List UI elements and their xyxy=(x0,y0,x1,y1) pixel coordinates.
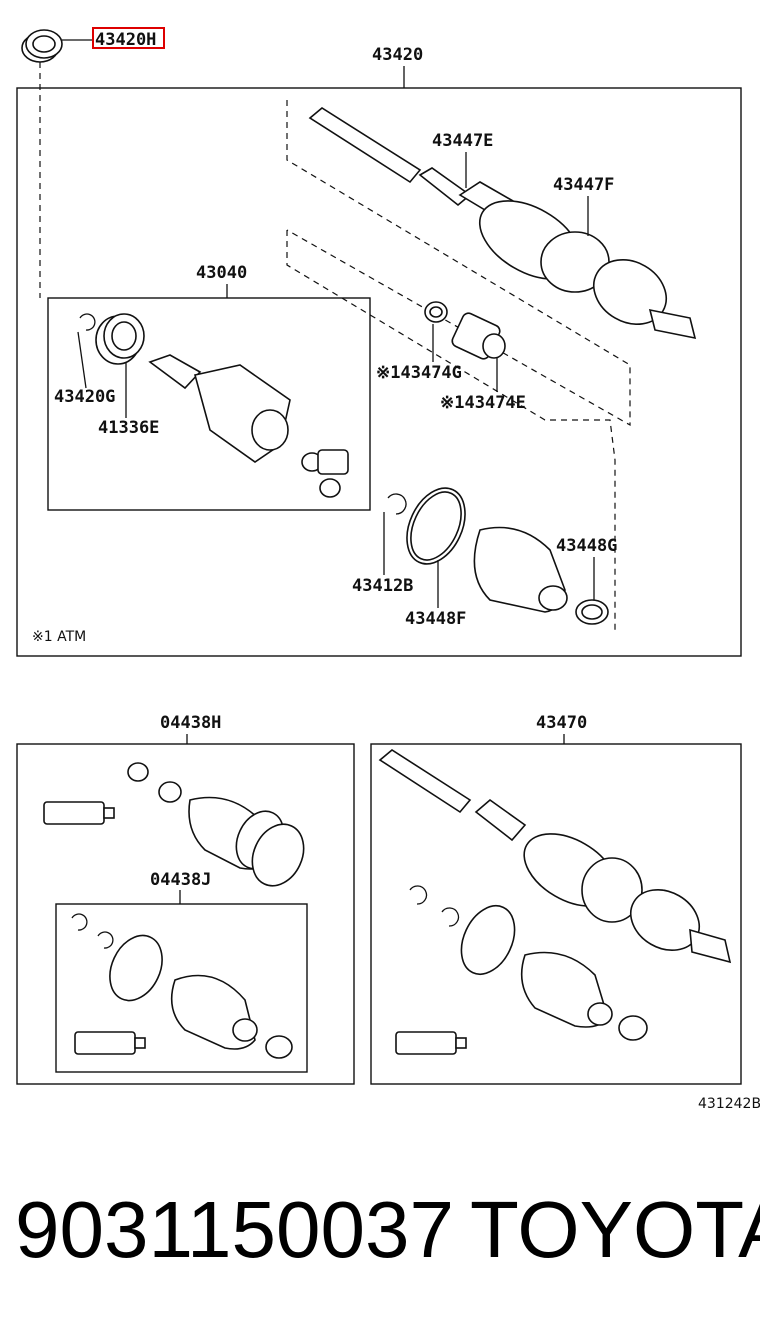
boot-43474e xyxy=(451,312,506,360)
snap-ring-43420g xyxy=(79,313,96,331)
label-43420h: 43420H xyxy=(95,30,156,50)
figure-code: 431242B xyxy=(698,1096,760,1112)
label-43474g: ※143474G xyxy=(376,363,462,383)
label-43447e: 43447E xyxy=(432,131,493,151)
assembly-43470-frame xyxy=(370,743,742,1085)
boot-lower xyxy=(473,526,568,613)
label-text-43474e: 43474E xyxy=(464,393,525,413)
assembly-43040-frame xyxy=(47,297,371,511)
label-43447f: 43447F xyxy=(553,175,614,195)
drive-shaft-upper xyxy=(308,107,697,340)
label-43420: 43420 xyxy=(372,45,423,65)
note-mark-2: ※1 xyxy=(440,393,464,413)
cv-joint-inner xyxy=(148,354,291,463)
seal-43420h xyxy=(21,29,63,63)
assembly-43420-frame xyxy=(16,87,742,657)
snap-ring-43412b xyxy=(387,493,407,515)
label-43448g: 43448G xyxy=(556,536,617,556)
tripod-joint xyxy=(301,449,349,498)
footnote: ※1 ATM xyxy=(32,629,86,645)
band-43448f xyxy=(406,487,466,565)
label-04438h: 04438H xyxy=(160,713,221,733)
kit-04438j-parts xyxy=(71,913,293,1059)
seal-41336e xyxy=(95,313,145,365)
label-41336e: 41336E xyxy=(98,418,159,438)
label-43420g: 43420G xyxy=(54,387,115,407)
label-43448f: 43448F xyxy=(405,609,466,629)
assembly-43470-parts xyxy=(378,749,732,1055)
label-43470: 43470 xyxy=(536,713,587,733)
kit-04438j-frame xyxy=(55,903,308,1073)
label-43412b: 43412B xyxy=(352,576,413,596)
label-04438j: 04438J xyxy=(150,870,211,890)
brand-name: TOYOTA xyxy=(470,1185,760,1274)
label-43474e: ※143474E xyxy=(440,393,526,413)
kit-04438h-frame xyxy=(16,743,355,1085)
kit-04438h-parts xyxy=(43,762,305,887)
label-text-43474g: 43474G xyxy=(400,363,461,383)
part-number: 9031150037 xyxy=(15,1185,454,1274)
clamp-43474g xyxy=(424,301,448,323)
note-mark: ※1 xyxy=(376,363,400,383)
highlight-box xyxy=(92,27,165,49)
label-43040: 43040 xyxy=(196,263,247,283)
band-43448g xyxy=(575,599,609,625)
parts-diagram: 43420H 43420 43447E 43447F ※143474G ※143… xyxy=(16,27,760,1112)
